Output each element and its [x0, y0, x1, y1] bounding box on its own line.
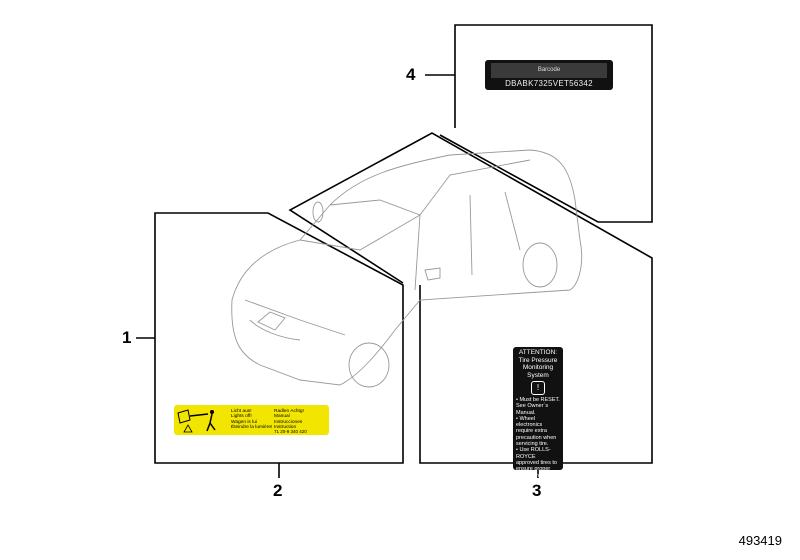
tpms-line: • Must be RESET. See Owner´s Manual. [516, 397, 560, 416]
callout-1: 1 [122, 328, 132, 347]
warning-line: Wagen is lui [231, 419, 257, 425]
warning-line: Éteindre la lumière! [231, 425, 273, 431]
warning-line: Instruction [274, 425, 297, 431]
tpms-label: ATTENTION: Tire Pressure Monitoring Syst… [513, 347, 563, 486]
tpms-line: • Wheel electronics require extra precau… [516, 415, 557, 448]
warning-text-col2: Radlen Achtg! Manual Instrucciones Instr… [274, 409, 304, 431]
warning-text-col1: Licht aus! Lights off! Wagen is lui Étei… [231, 409, 272, 431]
tpms-footer: ROLLS-ROYCE 6 775 776 [516, 481, 558, 486]
warning-pictogram-icon [177, 409, 216, 433]
warning-line: Lights off! [231, 414, 252, 420]
callout-4: 4 [406, 65, 416, 84]
callout-2: 2 [273, 481, 283, 500]
tire-pressure-icon: ! [531, 381, 545, 395]
warning-part-number: 71 20-9 340 420 [274, 429, 307, 434]
frame-1 [154, 212, 404, 464]
diagram-id: 493419 [738, 533, 782, 548]
car-drawing [231, 149, 583, 388]
barcode-code: DBABK7325VET56342 [505, 79, 593, 88]
frame-4 [439, 24, 653, 223]
warning-line: Licht aus! [231, 409, 252, 414]
barcode-inner-text: Barcode [491, 63, 607, 78]
tpms-line: • Use ROLLS-ROYCE approved tires to ensu… [516, 447, 557, 479]
warning-line: Instrucciones [274, 419, 303, 425]
warning-line: Manual [274, 414, 290, 420]
warning-line: Radlen Achtg! [274, 409, 304, 414]
frame-3 [288, 132, 653, 464]
callout-3: 3 [532, 481, 542, 500]
warning-label: Licht aus! Lights off! Wagen is lui Étei… [174, 405, 329, 435]
tpms-title: ATTENTION: Tire Pressure Monitoring Syst… [518, 349, 558, 379]
barcode-label: Barcode DBABK7325VET56342 [485, 60, 613, 90]
